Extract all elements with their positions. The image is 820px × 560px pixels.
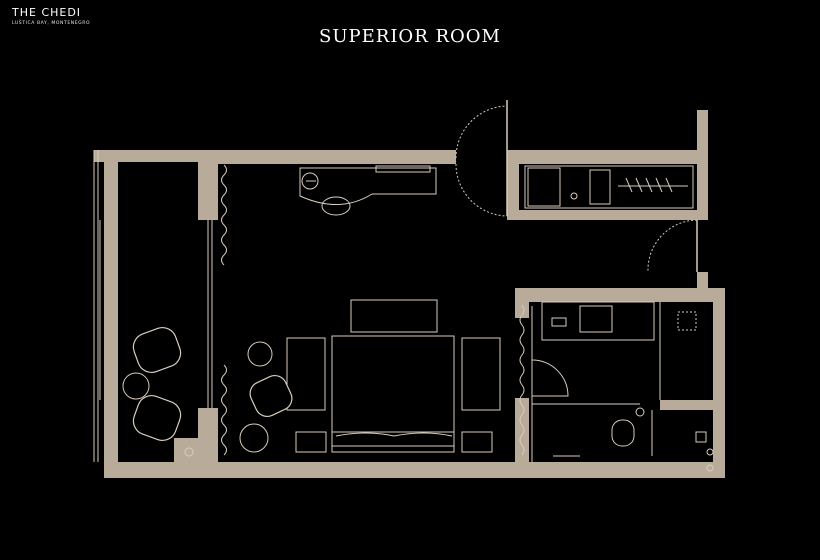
wardrobe bbox=[524, 165, 694, 209]
sliding-door bbox=[207, 220, 213, 408]
right-wall-stub bbox=[697, 272, 708, 296]
bathroom bbox=[531, 301, 714, 472]
brand-name: THE CHEDI bbox=[12, 6, 82, 19]
hotel-logo: THE CHEDI LUŠTICA BAY, MONTENEGRO bbox=[12, 6, 90, 26]
lounge bbox=[239, 341, 293, 453]
left-wall bbox=[104, 160, 118, 478]
balcony-top-wall bbox=[94, 150, 214, 162]
wardrobe-left-wall bbox=[507, 150, 519, 216]
bath-entry-left-stub bbox=[515, 288, 529, 318]
balcony-furniture bbox=[122, 327, 194, 457]
window-glazing bbox=[93, 150, 101, 462]
page-title: SUPERIOR ROOM bbox=[319, 26, 501, 47]
curtains bbox=[221, 164, 525, 456]
corridor-door bbox=[647, 219, 698, 273]
bathroom-right-wall bbox=[713, 288, 725, 478]
partition-upper bbox=[198, 160, 218, 220]
wc-cupboard-wall bbox=[660, 400, 725, 410]
brand-location: LUŠTICA BAY, MONTENEGRO bbox=[12, 21, 91, 26]
desk bbox=[299, 165, 437, 216]
column-bottom-left bbox=[174, 438, 206, 468]
bottom-wall bbox=[104, 462, 723, 478]
room-top-wall bbox=[214, 150, 456, 164]
bath-entry-left-lower bbox=[515, 398, 529, 468]
corridor-top-wall bbox=[507, 150, 707, 164]
wardrobe-bottom-wall bbox=[507, 210, 707, 220]
bed bbox=[286, 299, 501, 453]
entrance-door bbox=[455, 100, 508, 217]
corridor-right-wall-upper bbox=[697, 110, 708, 220]
walls bbox=[94, 110, 725, 478]
bathroom-top-wall bbox=[515, 288, 725, 302]
